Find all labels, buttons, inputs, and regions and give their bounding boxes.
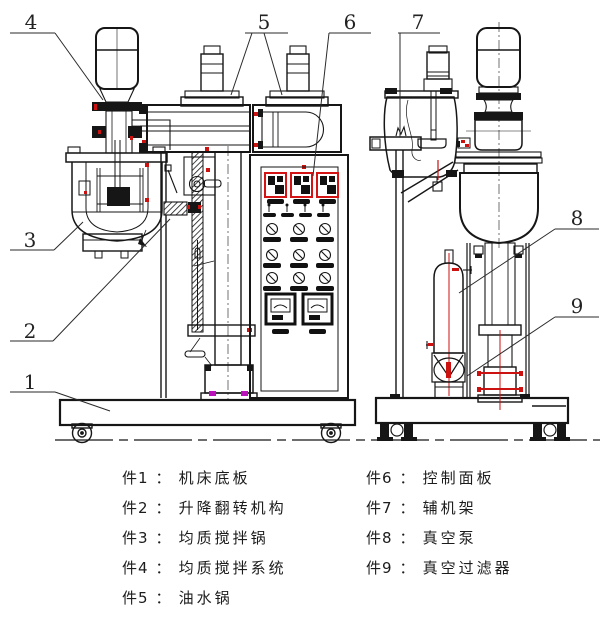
legend-item: 件1 ： 机床底板: [122, 463, 287, 493]
part-id: 件7: [366, 499, 393, 517]
callout-5-label: 5: [258, 10, 271, 34]
callout-1: 1: [10, 370, 111, 412]
motor-m-mark: [395, 125, 407, 137]
part-name: 油水锅: [178, 589, 233, 607]
callout-2: 2: [10, 218, 171, 343]
part-id: 件4: [122, 559, 149, 577]
panel-meters: [264, 292, 334, 334]
separator: ：: [155, 529, 172, 547]
callout-4-label: 4: [25, 10, 38, 34]
legend-item: 件5 ： 油水锅: [122, 583, 287, 613]
callout-4: 4: [10, 10, 104, 101]
legend-item: 件9 ： 真空过滤器: [366, 553, 513, 583]
legend-item: 件2 ： 升降翻转机构: [122, 493, 287, 523]
pot-motor-left: [200, 45, 224, 92]
callout-5: 5: [230, 10, 288, 96]
callouts: 1 2 3 4 5 6 7 8: [10, 10, 599, 412]
separator: ：: [155, 469, 172, 487]
panel-toggle-switches: [263, 203, 330, 217]
callout-8-label: 8: [571, 206, 584, 230]
legend-item: 件8 ： 真空泵: [366, 523, 513, 553]
callout-3-label: 3: [24, 228, 37, 252]
part-name: 真空过滤器: [422, 559, 513, 577]
machine-side-view: [369, 22, 570, 441]
side-vessel-assembly: [454, 22, 543, 410]
callout-6-label: 6: [344, 10, 357, 34]
separator: ：: [399, 529, 416, 547]
part-id: 件8: [366, 529, 393, 547]
separator: ：: [399, 469, 416, 487]
lift-tilt-mechanism: [163, 147, 222, 216]
callout-9: 9: [466, 294, 599, 377]
part-id: 件9: [366, 559, 393, 577]
oil-water-pots: [139, 45, 342, 169]
part-name: 辅机架: [422, 499, 477, 517]
separator: ：: [155, 499, 172, 517]
lift-column: [160, 146, 258, 401]
part-id: 件2: [122, 499, 149, 517]
legend-left-column: 件1 ： 机床底板 件2 ： 升降翻转机构 件3 ： 均质搅拌锅 件4 ： 均质搅拌系统 件5 ：…: [122, 463, 287, 613]
legend-item: 件6 ： 控制面板: [366, 463, 513, 493]
side-base: [374, 394, 570, 425]
callout-7-label: 7: [412, 10, 425, 34]
separator: ：: [399, 499, 416, 517]
legend-right-column: 件6 ： 控制面板 件7 ： 辅机架 件8 ： 真空泵 件9 ： 真空过滤器: [366, 463, 513, 583]
part-name: 均质搅拌锅: [178, 529, 269, 547]
legend-item: 件3 ： 均质搅拌锅: [122, 523, 287, 553]
pot-motor-right: [286, 45, 310, 92]
part-name: 升降翻转机构: [178, 499, 287, 517]
adjustable-foot-right: [530, 423, 570, 441]
mixing-kettle: [65, 140, 168, 259]
vacuum-filter: [431, 352, 466, 399]
legend-item: 件4 ： 均质搅拌系统: [122, 553, 287, 583]
part-id: 件3: [122, 529, 149, 547]
machine-front-view: [58, 27, 357, 444]
callout-7: 7: [398, 10, 440, 137]
separator: ：: [155, 589, 172, 607]
legend-item: 件7 ： 辅机架: [366, 493, 513, 523]
part-id: 件5: [122, 589, 149, 607]
magenta-mark: [241, 391, 248, 396]
caster-wheel-right: [320, 422, 342, 444]
panel-knobs: [263, 222, 334, 291]
caster-wheel-left: [71, 422, 93, 444]
part-name: 均质搅拌系统: [178, 559, 287, 577]
auxiliary-frame: [369, 45, 459, 398]
callout-8: 8: [458, 206, 599, 294]
shaft-column: [477, 242, 523, 410]
part-id: 件6: [366, 469, 393, 487]
adjustable-foot-left: [377, 423, 417, 441]
callout-1-label: 1: [24, 370, 37, 394]
part-id: 件1: [122, 469, 149, 487]
callout-3: 3: [10, 221, 84, 252]
panel-displays: [264, 172, 339, 204]
part-name: 控制面板: [422, 469, 495, 487]
part-name: 机床底板: [178, 469, 251, 487]
part-name: 真空泵: [422, 529, 477, 547]
control-panel: [249, 154, 349, 399]
callout-2-label: 2: [24, 319, 37, 343]
base-plate: [58, 398, 357, 427]
magenta-mark: [209, 391, 216, 396]
auxiliary-tank: [383, 45, 459, 192]
callout-6: 6: [312, 10, 371, 177]
separator: ：: [399, 559, 416, 577]
homogenizer-motor: [92, 27, 171, 154]
separator: ：: [155, 559, 172, 577]
callout-9-label: 9: [571, 294, 584, 318]
